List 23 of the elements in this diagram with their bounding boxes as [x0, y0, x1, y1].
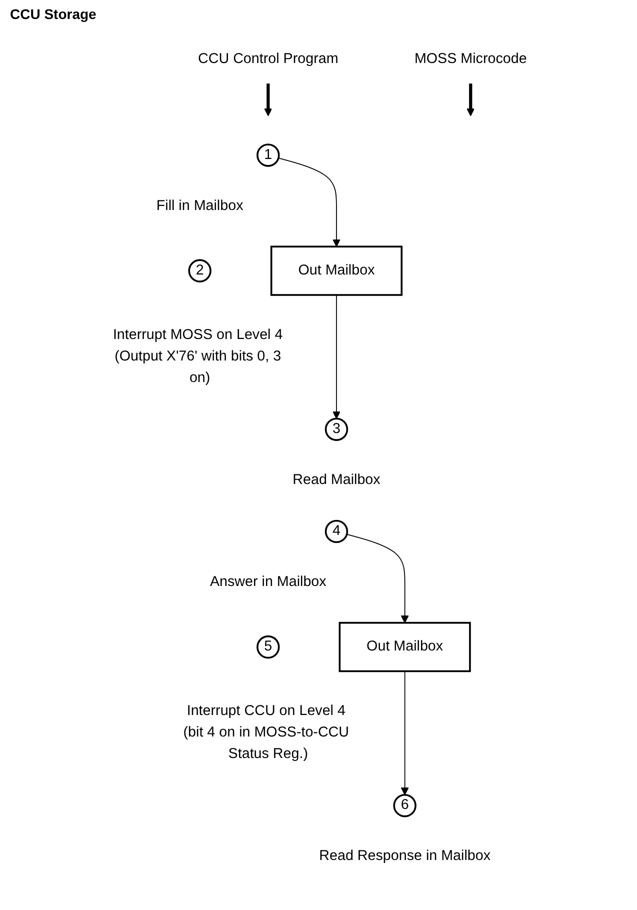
arrow: [332, 294, 340, 419]
step-description: Read Response in Mailbox: [319, 848, 490, 864]
step-description: Interrupt MOSS on Level 4 (Output X'76' with bits 0, 3 on): [112, 327, 283, 386]
arrow: [278, 158, 340, 247]
process-box: Out Mailbox: [270, 246, 403, 296]
step-number-circle: 4: [324, 520, 348, 544]
process-box: Out Mailbox: [338, 622, 471, 672]
step-number-circle: 2: [188, 259, 212, 282]
arrow: [400, 670, 409, 796]
hollow-arrow: [264, 83, 272, 116]
section-heading: CCU Storage: [10, 6, 98, 22]
step-number-circle: 3: [324, 418, 348, 441]
step-description: Fill in Mailbox: [156, 198, 244, 214]
step-description: Interrupt CCU on Level 4 (bit 4 on in MOSS-to-CCU Status Reg.): [183, 703, 350, 762]
step-number-circle: 6: [393, 794, 416, 818]
step-description: Read Mailbox: [292, 472, 380, 488]
arrow: [346, 534, 409, 624]
source-label: CCU Control Program: [198, 51, 338, 67]
source-label: MOSS Microcode: [414, 51, 527, 67]
step-number-circle: 1: [256, 144, 280, 167]
hollow-arrow: [466, 83, 475, 116]
step-number-circle: 5: [256, 635, 280, 659]
step-description: Answer in Mailbox: [210, 574, 326, 590]
